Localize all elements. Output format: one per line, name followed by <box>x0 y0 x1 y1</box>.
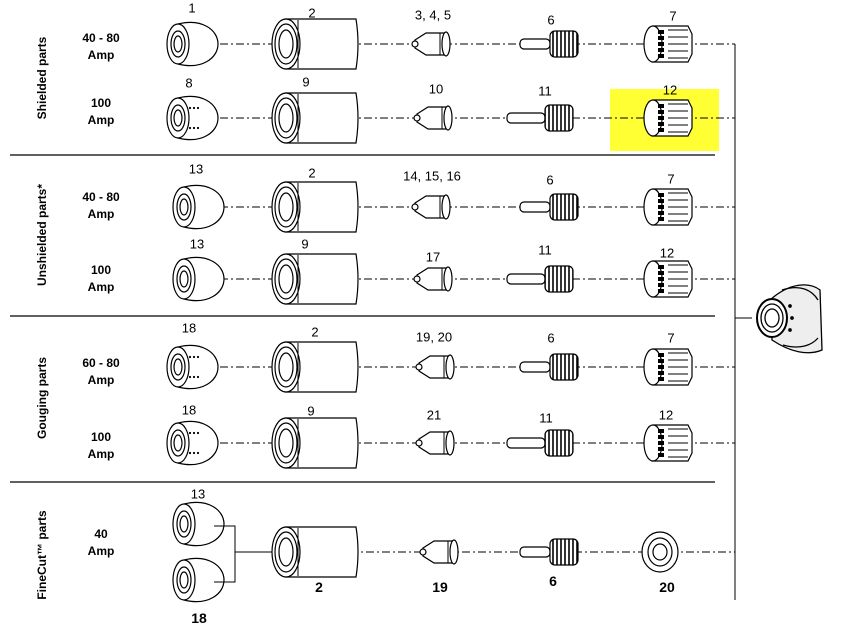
electrode-part <box>506 265 574 293</box>
part-number: 18 <box>181 320 197 336</box>
shield-cap-part <box>166 95 219 141</box>
nozzle-retainer-cap-part <box>172 184 225 230</box>
amp-label: 40 Amp <box>87 527 115 558</box>
torch-head-icon <box>756 284 823 354</box>
amp-label: 100 Amp <box>87 430 115 461</box>
swirl-ring-part <box>643 260 693 298</box>
retaining-cap-part <box>271 341 359 393</box>
swirl-ring-part <box>643 99 693 137</box>
section-label-shielded: Shielded parts <box>35 36 49 120</box>
part-number: 12 <box>658 407 674 423</box>
part-number: 11 <box>538 83 552 99</box>
part-number: 6 <box>547 12 555 28</box>
part-number: 11 <box>539 410 553 426</box>
amp-label: 100 Amp <box>87 96 115 127</box>
part-number: 8 <box>185 75 193 91</box>
part-number: 9 <box>307 403 315 419</box>
connector-bus <box>734 44 752 600</box>
part-number: 2 <box>315 579 323 595</box>
retaining-cap-part <box>271 417 359 469</box>
part-number: 18 <box>191 610 207 626</box>
section-label-gouging: Gouging parts <box>35 357 49 439</box>
electrode-part <box>519 538 579 566</box>
amp-label: 40 - 80 Amp <box>82 190 120 221</box>
nozzle-part <box>415 354 455 380</box>
nozzle-part <box>419 539 459 565</box>
retaining-cap-part <box>271 181 359 233</box>
part-number: 2 <box>308 5 316 21</box>
swirl-ring-part <box>643 424 693 462</box>
part-number: 6 <box>547 330 555 346</box>
part-number: 13 <box>190 486 206 502</box>
part-number: 7 <box>667 171 675 187</box>
nozzle-retainer-cap-part <box>172 256 225 302</box>
electrode-part <box>519 193 579 221</box>
part-number: 14, 15, 16 <box>403 168 461 184</box>
part-number: 3, 4, 5 <box>414 7 452 23</box>
part-number: 2 <box>311 324 319 340</box>
part-number: 10 <box>428 81 444 97</box>
swirl-ring-part <box>643 25 693 63</box>
part-number-highlighted: 12 <box>662 82 678 98</box>
amp-label: 40 - 80 Amp <box>82 31 120 62</box>
part-number: 19, 20 <box>415 329 453 345</box>
part-number: 2 <box>308 165 316 181</box>
amp-label: 100 Amp <box>87 263 115 294</box>
nozzle-retainer-cap-part <box>172 501 225 547</box>
shield-cap-part <box>166 420 219 466</box>
nozzle-retainer-cap-part <box>172 557 225 603</box>
section-dividers <box>10 154 715 483</box>
part-number: 18 <box>181 402 197 418</box>
part-number: 20 <box>659 579 675 595</box>
part-number: 6 <box>546 172 554 188</box>
part-number: 1 <box>188 0 196 16</box>
part-number: 17 <box>425 249 441 265</box>
part-number: 7 <box>667 330 675 346</box>
part-number: 13 <box>188 161 204 177</box>
retaining-cap-part <box>271 526 359 578</box>
part-number: 13 <box>189 236 205 252</box>
nozzle-part <box>411 194 451 220</box>
section-label-unshielded: Unshielded parts* <box>35 183 49 287</box>
nozzle-part <box>415 430 455 456</box>
amp-label: 60 - 80 Amp <box>82 356 120 387</box>
parts-layer <box>166 18 693 603</box>
part-number: 7 <box>669 8 677 24</box>
part-number: 6 <box>549 573 557 589</box>
shield-cap-part <box>166 344 219 390</box>
finecut-bracket <box>214 525 270 583</box>
retaining-cap-part <box>271 92 359 144</box>
swirl-ring-part <box>643 348 693 386</box>
electrode-part <box>506 429 574 457</box>
retaining-cap-part <box>271 253 359 305</box>
nozzle-part <box>411 31 451 57</box>
swirl-ring-part <box>641 531 679 573</box>
electrode-part <box>519 30 579 58</box>
part-number: 9 <box>301 236 309 252</box>
part-number: 19 <box>432 579 448 595</box>
part-number: 21 <box>426 407 442 423</box>
nozzle-part <box>413 105 453 131</box>
part-number: 9 <box>302 74 310 90</box>
nozzle-retainer-cap-part <box>166 21 219 67</box>
retaining-cap-part <box>271 18 359 70</box>
part-number: 11 <box>538 242 552 258</box>
section-label-finecut: FineCut™ parts <box>35 510 49 600</box>
swirl-ring-part <box>643 188 693 226</box>
nozzle-part <box>413 266 453 292</box>
electrode-part <box>506 104 574 132</box>
part-number: 12 <box>659 245 675 261</box>
electrode-part <box>519 353 579 381</box>
